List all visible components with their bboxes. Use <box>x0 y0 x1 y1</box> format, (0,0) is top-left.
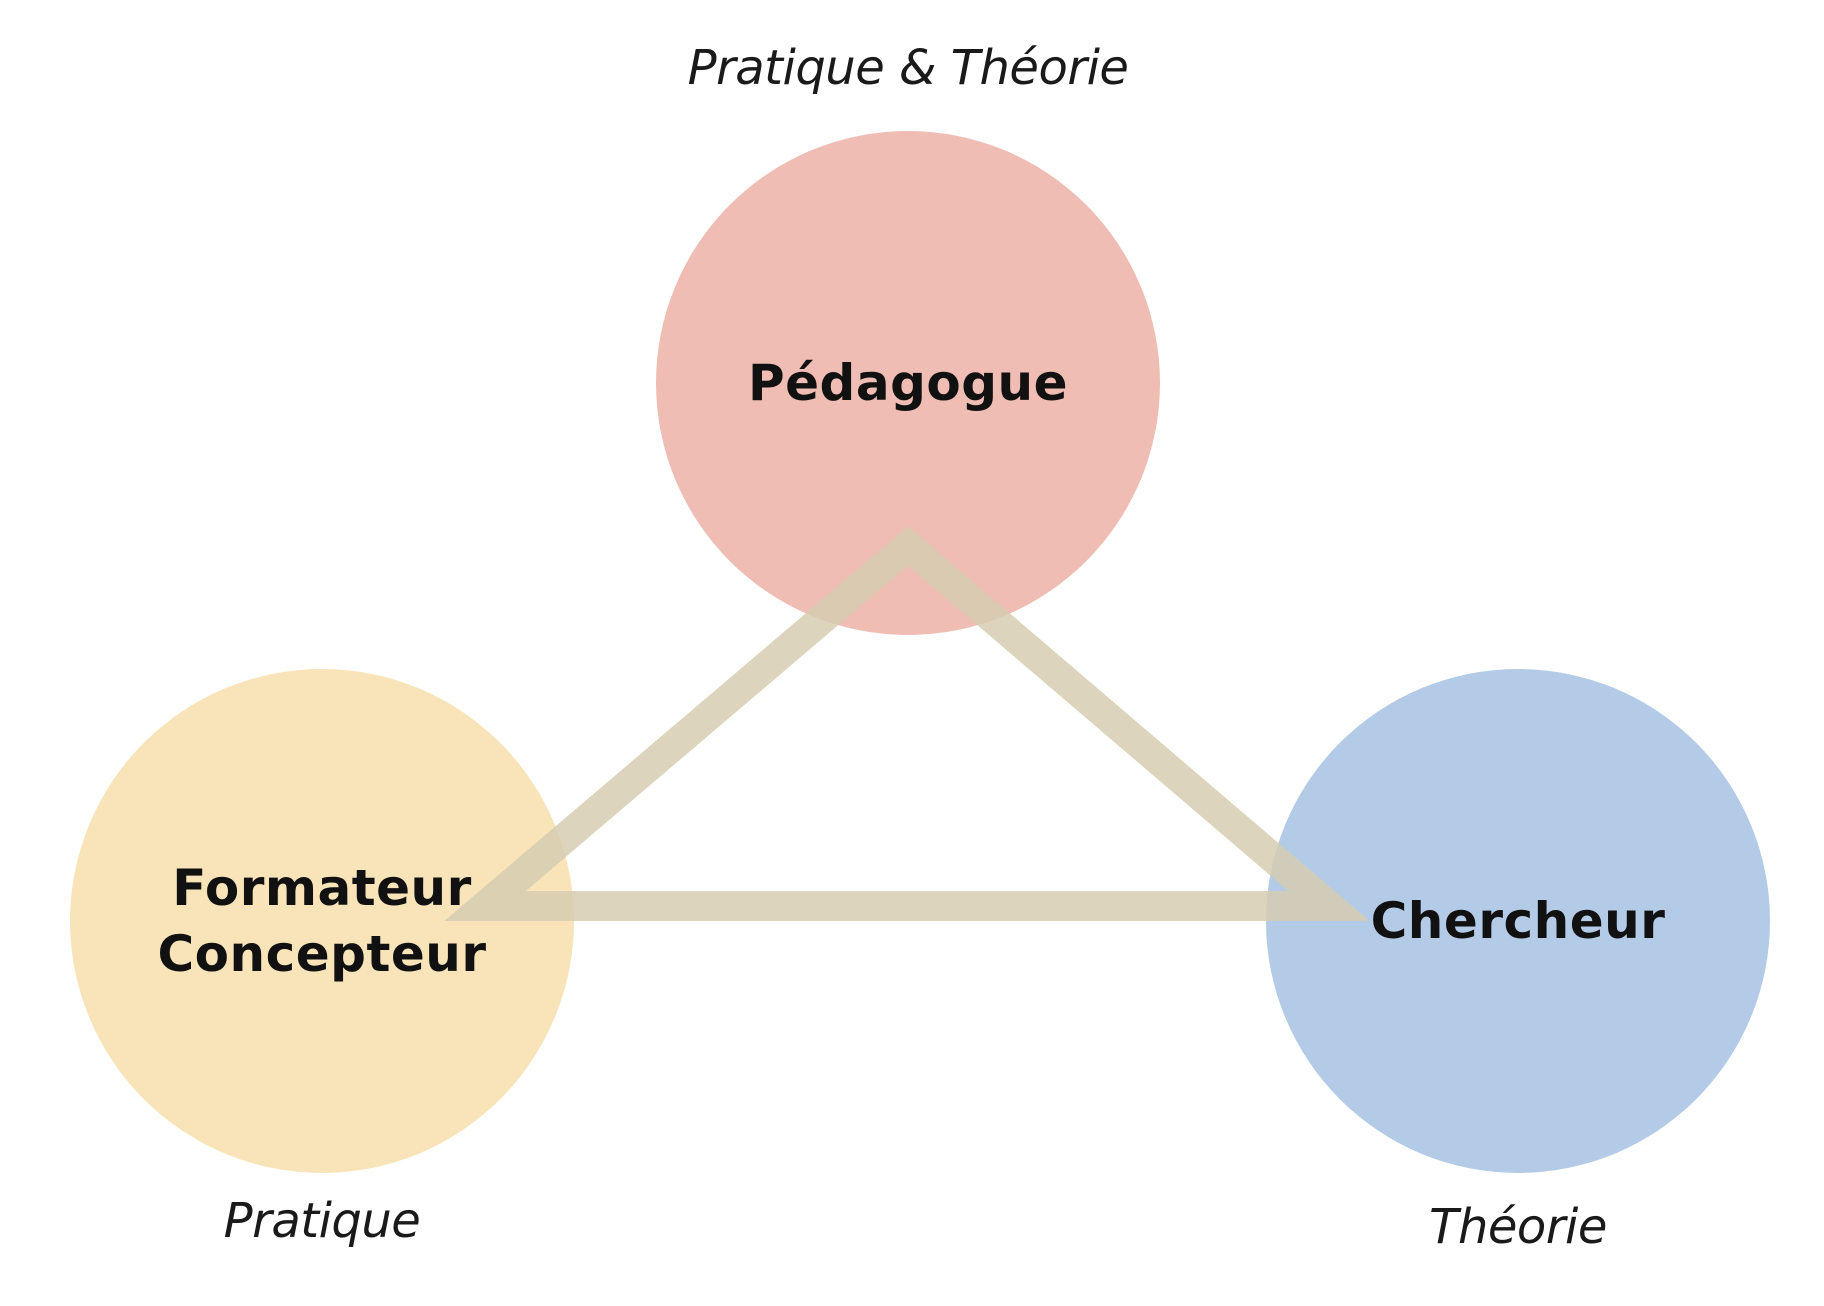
connection-triangle <box>444 526 1370 921</box>
chercheur-label-text: Chercheur <box>1370 892 1666 950</box>
formateur-label-line2: Concepteur <box>157 925 487 983</box>
pedagogue-circle <box>656 131 1160 635</box>
chercheur-circle <box>1266 669 1770 1173</box>
pedagogue-label: Pédagogue <box>748 350 1068 416</box>
pedagogue-label-text: Pédagogue <box>747 354 1069 412</box>
chercheur-label: Chercheur <box>1371 888 1666 954</box>
caption-left: Pratique <box>223 1193 421 1249</box>
formateur-circle <box>70 669 574 1173</box>
formateur-label: Formateur Concepteur <box>157 855 486 987</box>
caption-right: Théorie <box>1429 1199 1607 1255</box>
caption-top: Pratique & Théorie <box>687 40 1129 96</box>
formateur-label-line1: Formateur <box>172 859 472 917</box>
